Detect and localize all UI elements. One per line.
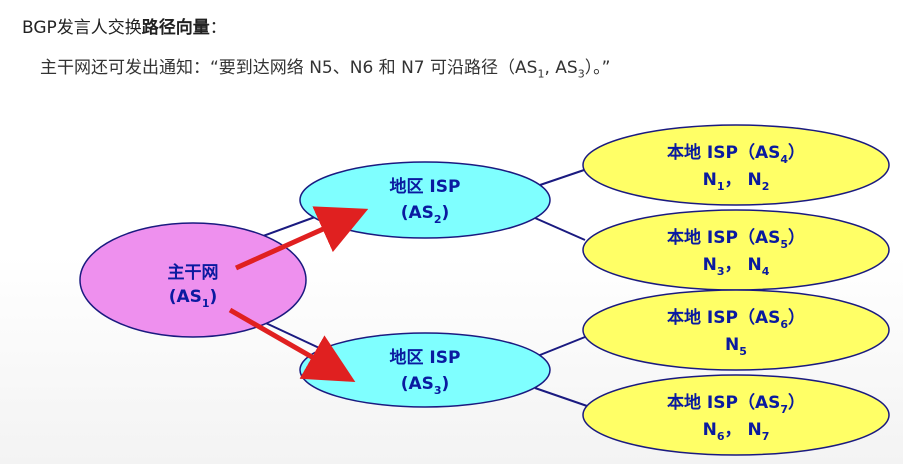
backbone-as: (AS1)	[169, 287, 218, 310]
node-local-as5: 本地 ISP（AS5） N3， N4	[582, 209, 890, 291]
heading: BGP发言人交换路径向量：	[22, 13, 227, 38]
region3-name: 地区 ISP	[390, 347, 461, 368]
local7-networks: N6， N7	[703, 420, 770, 443]
local5-networks: N3， N4	[703, 255, 770, 278]
local5-ellipse	[582, 209, 890, 291]
heading-suffix: ：	[209, 18, 227, 38]
notice-post: ）。”	[584, 58, 611, 78]
backbone-name: 主干网	[168, 262, 219, 283]
notice-text: 主干网还可发出通知：“要到达网络 N5、N6 和 N7 可沿路径（AS1, AS…	[40, 53, 611, 80]
region2-as: (AS2)	[401, 203, 450, 226]
announcement-arrows	[228, 206, 369, 382]
notice-sub2: 3	[577, 67, 585, 81]
node-region-as3: 地区 ISP (AS3)	[299, 332, 551, 408]
node-local-as7: 本地 ISP（AS7） N6， N7	[582, 374, 890, 456]
node-local-as4: 本地 ISP（AS4） N1， N2	[582, 124, 890, 206]
local6-ellipse	[582, 289, 890, 371]
region2-ellipse	[299, 161, 551, 239]
region3-as: (AS3)	[401, 374, 450, 397]
link-region2-local4	[539, 167, 591, 186]
arrow-backbone-to-region2	[234, 206, 369, 271]
local7-ellipse	[582, 374, 890, 456]
notice-pre: 主干网还可发出通知：“要到达网络 N5、N6 和 N7 可沿路径（AS	[40, 58, 538, 78]
heading-prefix: BGP发言人交换	[22, 18, 142, 38]
local6-networks: N5	[725, 335, 747, 358]
arrow-backbone-to-region3	[228, 307, 356, 382]
node-local-as6: 本地 ISP（AS6） N5	[582, 289, 890, 371]
notice-mid: , AS	[544, 58, 578, 78]
heading-bold: 路径向量	[141, 18, 210, 38]
local6-title: 本地 ISP（AS6）	[667, 307, 805, 331]
node-backbone: 主干网 (AS1)	[79, 222, 307, 338]
link-region2-local5	[534, 217, 586, 241]
backbone-ellipse	[79, 222, 307, 338]
link-region3-local6	[534, 334, 591, 358]
region2-name: 地区 ISP	[390, 176, 461, 197]
local4-networks: N1， N2	[703, 170, 770, 193]
node-region-as2: 地区 ISP (AS2)	[299, 161, 551, 239]
local4-ellipse	[582, 124, 890, 206]
notice-sub1: 1	[537, 67, 545, 81]
link-region3-local7	[534, 387, 591, 408]
